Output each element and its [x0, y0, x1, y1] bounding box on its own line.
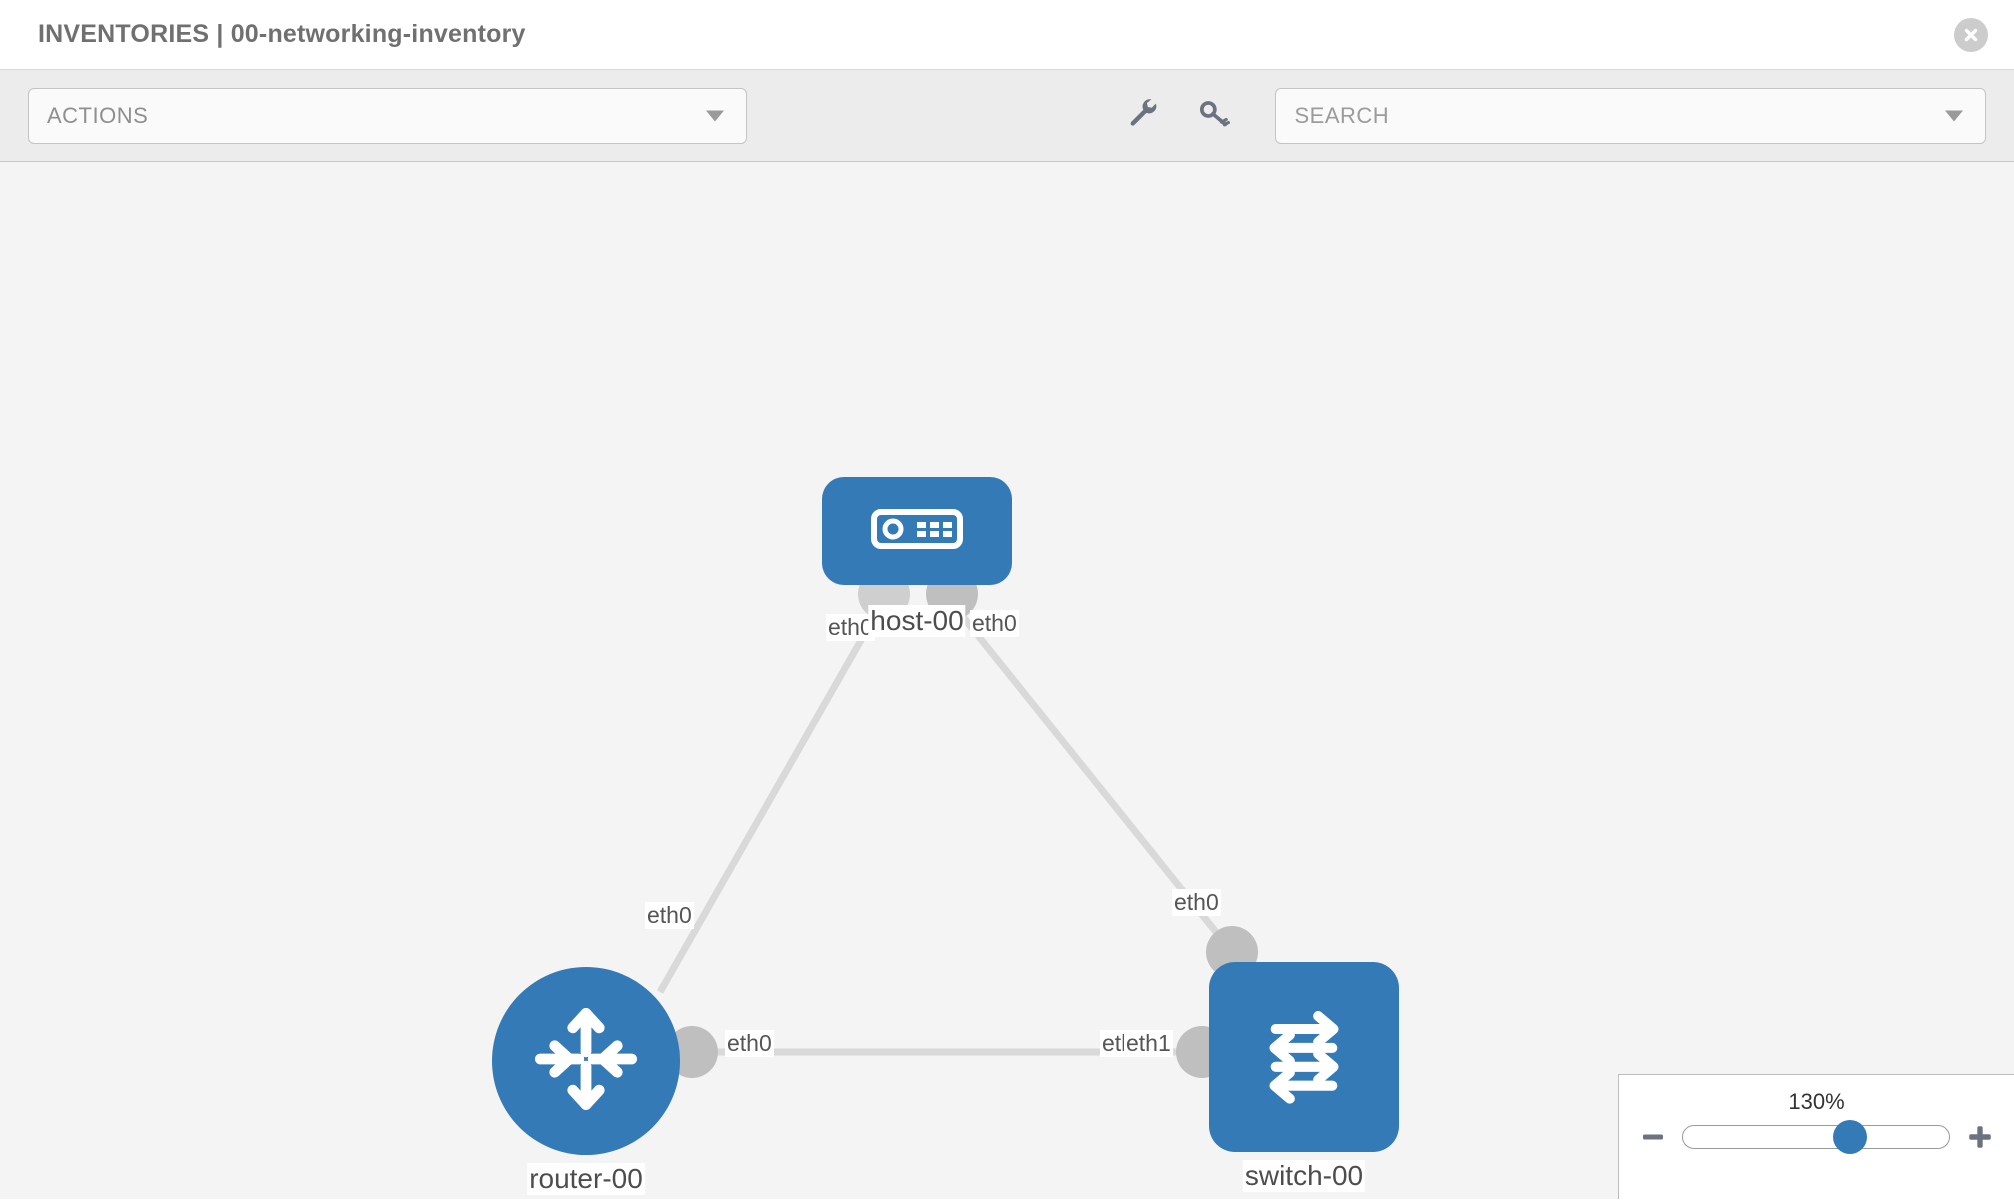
- zoom-in-button[interactable]: [1966, 1123, 1994, 1151]
- search-field[interactable]: SEARCH: [1275, 87, 1986, 144]
- topology-links: [656, 568, 1258, 1078]
- close-button[interactable]: [1954, 17, 1988, 52]
- switch-node-shape: [1209, 962, 1399, 1152]
- topology-node-switch-00[interactable]: switch-00: [1209, 962, 1399, 1192]
- zoom-out-button[interactable]: [1640, 1124, 1666, 1150]
- zoom-percent-label: 130%: [1788, 1089, 1845, 1114]
- switch-arrows-icon: [1245, 996, 1363, 1119]
- chevron-down-icon: [706, 110, 725, 121]
- toolbar: ACTIONS SEARCH: [0, 70, 2014, 162]
- iface-label-switch-router: eth1: [1124, 1030, 1173, 1057]
- router-arrows-icon: [526, 999, 646, 1124]
- host-node-shape: [822, 477, 1012, 585]
- topology-node-router-00[interactable]: router-00: [492, 967, 680, 1195]
- chevron-down-icon[interactable]: [1945, 110, 1963, 121]
- iface-label-host-switch: eth0: [970, 610, 1019, 637]
- router-node-shape: [492, 967, 680, 1155]
- page-header: INVENTORIES | 00-networking-inventory: [0, 0, 2014, 70]
- iface-label-switch-host: eth0: [1172, 889, 1221, 916]
- wrench-icon[interactable]: [1127, 96, 1161, 135]
- node-label-switch-00: switch-00: [1242, 1160, 1366, 1192]
- page-title: INVENTORIES | 00-networking-inventory: [38, 20, 526, 48]
- topology-node-host-00[interactable]: host-00: [822, 477, 1012, 637]
- zoom-slider-track[interactable]: [1681, 1120, 1950, 1154]
- iface-label-host-router: eth0: [826, 614, 875, 641]
- actions-dropdown[interactable]: ACTIONS: [28, 87, 748, 144]
- key-icon[interactable]: [1197, 96, 1231, 135]
- iface-label-router-switch: eth0: [725, 1030, 774, 1057]
- search-placeholder: SEARCH: [1294, 102, 1390, 128]
- topology-canvas[interactable]: eth0 eth0 eth0 eth0 eth0 eth0 eth1 host-…: [0, 162, 2014, 1199]
- server-appliance-icon: [871, 506, 963, 557]
- iface-label-router-host: eth0: [645, 902, 694, 929]
- zoom-panel: 130%: [1618, 1074, 2014, 1199]
- close-icon: [1961, 25, 1981, 45]
- zoom-controls: [1619, 1120, 2014, 1154]
- zoom-slider-thumb[interactable]: [1833, 1120, 1868, 1154]
- node-label-host-00: host-00: [868, 605, 966, 637]
- node-label-router-00: router-00: [527, 1163, 645, 1195]
- toolbar-icon-group: [1127, 96, 1231, 135]
- actions-dropdown-label: ACTIONS: [47, 102, 149, 128]
